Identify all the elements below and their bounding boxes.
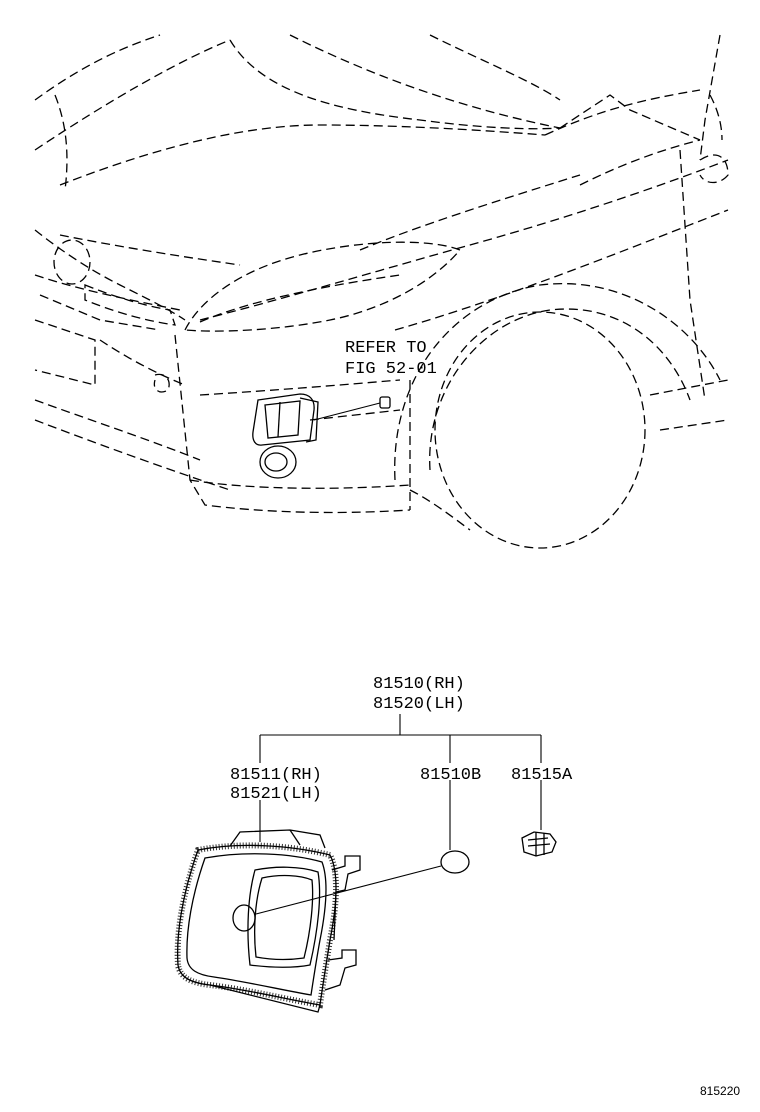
vehicle-fog-lamp (252, 393, 391, 479)
refer-label-line2: FIG 52-01 (345, 360, 437, 379)
fog-lamp-housing (174, 829, 361, 1013)
housing-lh-label: 81521(LH) (230, 785, 322, 804)
refer-label-line1: REFER TO (345, 339, 427, 358)
bulb-part (440, 850, 470, 874)
bulb-leader-line (255, 865, 442, 915)
socket-part (521, 831, 557, 857)
vehicle-outline (34, 34, 729, 549)
assembly-lh-label: 81520(LH) (373, 695, 465, 714)
leader-lines (259, 714, 542, 850)
socket-label: 81515A (511, 766, 573, 785)
figure-id: 815220 (700, 1084, 740, 1098)
assembly-rh-label: 81510(RH) (373, 675, 465, 694)
bulb-label: 81510B (420, 766, 481, 785)
housing-rh-label: 81511(RH) (230, 766, 322, 785)
